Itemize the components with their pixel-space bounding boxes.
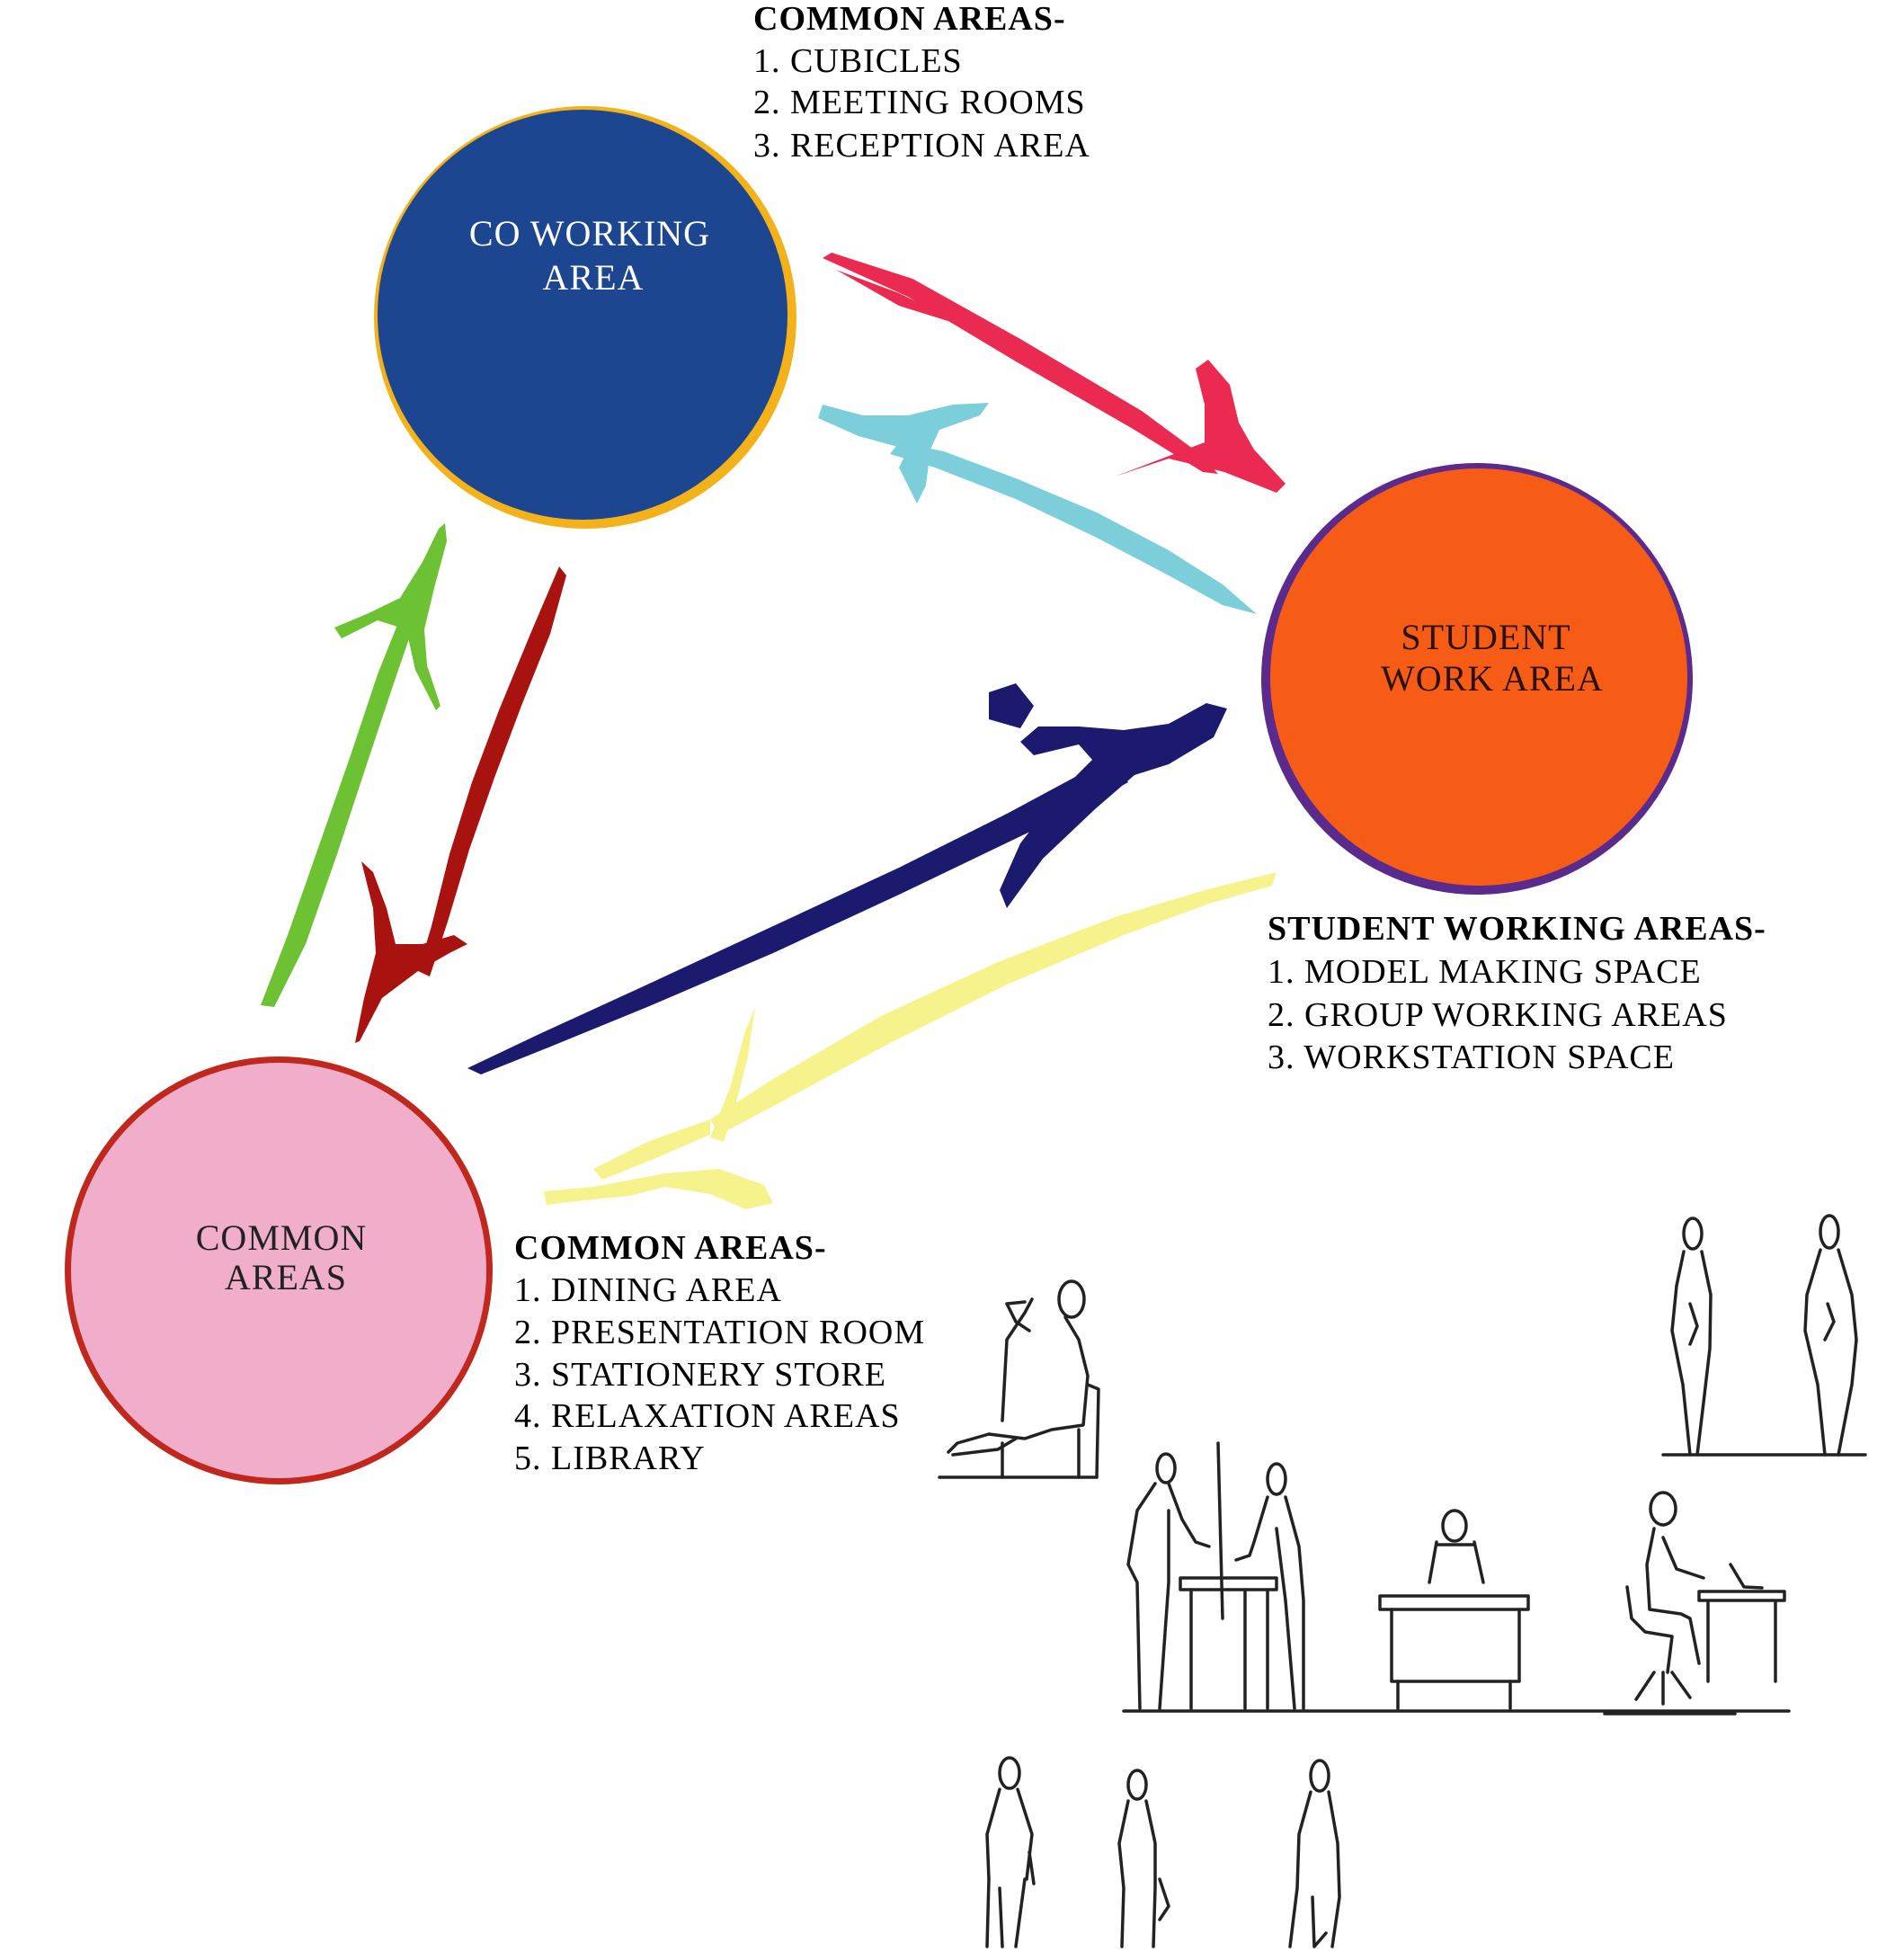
coworking-label-line2: AREA xyxy=(543,257,645,298)
student-list: STUDENT WORKING AREAS- 1. MODEL MAKING S… xyxy=(1268,910,1766,1076)
common-label-line2: AREAS xyxy=(225,1257,347,1297)
arrow-head xyxy=(818,403,989,504)
arrow-head xyxy=(334,523,447,710)
arrow-body xyxy=(261,566,433,1007)
desk-person-icon xyxy=(1378,1509,1530,1710)
student-list-item: 3. WORKSTATION SPACE xyxy=(1268,1038,1675,1076)
arrow-feather xyxy=(989,683,1034,728)
arrow-tail xyxy=(593,1119,710,1180)
arrow-coworking-to-common xyxy=(355,566,566,1043)
student-list-item: 2. GROUP WORKING AREAS xyxy=(1268,996,1728,1034)
common-list-item: 3. STATIONERY STORE xyxy=(514,1356,886,1394)
coworking-list-item: 1. CUBICLES xyxy=(753,42,963,80)
common-list-item: 5. LIBRARY xyxy=(514,1439,706,1477)
arrow-body xyxy=(418,566,566,976)
common-areas-node: COMMON AREAS xyxy=(65,1056,493,1484)
arrow-head xyxy=(355,861,467,1043)
common-circle xyxy=(71,1063,486,1478)
standing-table-people-icon xyxy=(1122,1441,1791,1713)
standing-people-icon xyxy=(1661,1214,1867,1457)
student-work-area-node: STUDENT WORK AREA xyxy=(1261,463,1693,895)
common-list-item: 4. RELAXATION AREAS xyxy=(514,1397,901,1435)
arrows xyxy=(261,253,1286,1209)
common-list: COMMON AREAS- 1. DINING AREA 2. PRESENTA… xyxy=(514,1229,925,1477)
arrow-common-to-coworking xyxy=(261,523,447,1007)
arrow-student-to-coworking xyxy=(818,403,1257,614)
arrow-head xyxy=(1000,703,1227,908)
common-list-item: 2. PRESENTATION ROOM xyxy=(514,1314,925,1351)
student-circle xyxy=(1270,468,1687,886)
common-list-item: 1. DINING AREA xyxy=(514,1271,782,1309)
coworking-circle xyxy=(378,110,787,520)
student-list-title: STUDENT WORKING AREAS- xyxy=(1268,910,1766,948)
arrow-coworking-to-student xyxy=(823,253,1286,493)
common-label-line1: COMMON xyxy=(196,1217,367,1258)
arrow-body xyxy=(710,872,1277,1135)
office-chair-person-icon xyxy=(1603,1491,1786,1716)
arrow-common-to-student xyxy=(467,683,1227,1074)
arrow-barb xyxy=(710,1007,755,1142)
common-list-title: COMMON AREAS- xyxy=(514,1229,827,1267)
coworking-list-item: 2. MEETING ROOMS xyxy=(753,84,1086,121)
arrow-head xyxy=(1115,360,1286,493)
student-label-line1: STUDENT xyxy=(1401,617,1570,657)
coworking-label-line1: CO WORKING xyxy=(469,213,710,254)
arrow-student-to-common xyxy=(544,872,1277,1209)
arrow-body xyxy=(823,253,1218,474)
arrow-feather xyxy=(836,270,971,328)
walking-people-icon xyxy=(985,1756,1341,1948)
student-label-line2: WORK AREA xyxy=(1381,658,1604,699)
arrow-head xyxy=(544,1169,773,1209)
coworking-list-item: 3. RECEPTION AREA xyxy=(753,127,1090,165)
coworking-area-node: CO WORKING AREA xyxy=(374,106,796,529)
student-list-item: 1. MODEL MAKING SPACE xyxy=(1268,953,1702,991)
arrow-body xyxy=(467,762,1128,1074)
coworking-list: COMMON AREAS- 1. CUBICLES 2. MEETING ROO… xyxy=(753,0,1090,165)
coworking-list-title: COMMON AREAS- xyxy=(753,0,1066,38)
arrow-body xyxy=(890,442,1257,614)
seated-person-icon xyxy=(938,1279,1100,1479)
